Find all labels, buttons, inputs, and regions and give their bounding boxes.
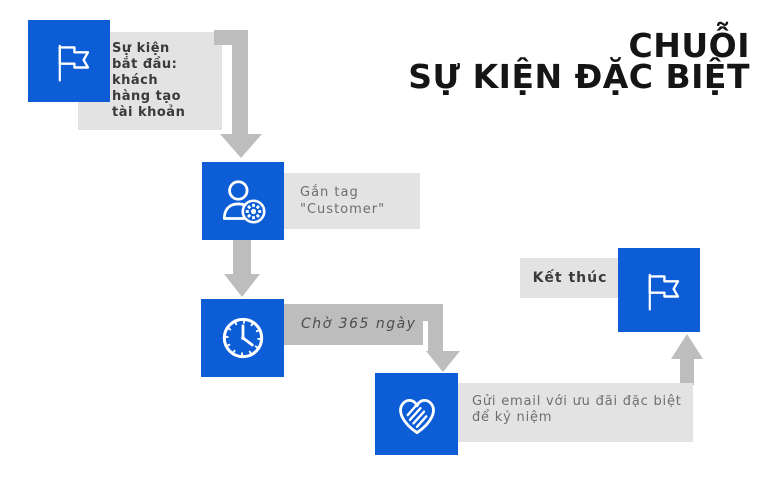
connector-tag-shaft	[233, 240, 251, 274]
connector-start-shaft	[232, 30, 248, 134]
label-start: Sự kiện bắt đầu: khách hàng tạo tài khoả…	[112, 41, 186, 120]
label-band-wait: Chờ 365 ngày	[284, 304, 423, 345]
diagram-title-line1: CHUỖI	[628, 26, 750, 65]
label-box-email: Gửi email với ưu đãi đặc biệt để kỷ niệm	[458, 383, 693, 442]
connector-email-shaft	[680, 357, 694, 385]
label-wait: Chờ 365 ngày	[301, 316, 417, 332]
arrow-down-icon	[426, 351, 460, 372]
label-tag: Gắn tag "Customer"	[300, 185, 386, 217]
arrow-down-icon	[220, 134, 262, 158]
node-send-email	[375, 373, 458, 455]
diagram-title-line2: SỰ KIỆN ĐẶC BIỆT	[408, 57, 750, 96]
connector-wait-elbow	[423, 304, 443, 321]
diagram-title: CHUỖI SỰ KIỆN ĐẶC BIỆT	[408, 26, 750, 96]
node-start	[28, 20, 110, 102]
arrow-down-icon	[224, 274, 260, 297]
node-wait	[201, 299, 284, 377]
connector-wait-shaft	[428, 318, 443, 351]
connector-start-nub	[214, 30, 234, 45]
clock-icon	[222, 317, 263, 359]
label-email: Gửi email với ưu đãi đặc biệt để kỷ niệm	[472, 394, 682, 425]
flag-icon	[648, 273, 680, 311]
label-end: Kết thúc	[532, 270, 608, 286]
label-box-end: Kết thúc	[520, 258, 620, 298]
flag-icon	[58, 44, 90, 82]
node-end	[618, 248, 700, 332]
arrow-up-icon	[671, 334, 703, 359]
node-tag-customer	[202, 162, 284, 240]
label-box-tag: Gắn tag "Customer"	[283, 173, 420, 229]
user-gear-icon	[222, 180, 266, 224]
heart-handshake-icon	[398, 398, 435, 435]
